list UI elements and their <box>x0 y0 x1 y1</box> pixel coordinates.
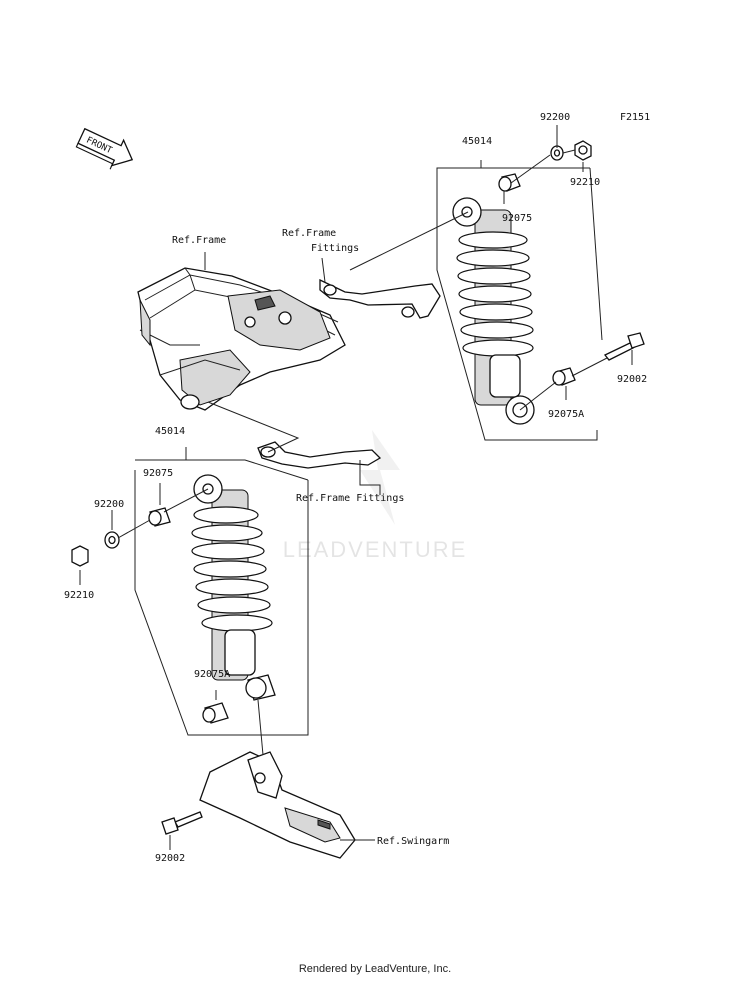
label-ref-frame-fittings-2: Fittings <box>311 243 360 254</box>
label-bolt-lower: 92002 <box>155 853 186 864</box>
cap-nut-upper-icon <box>574 140 592 161</box>
cap-nut-lower-icon <box>71 545 89 567</box>
front-arrow-icon: FRONT <box>75 127 134 170</box>
bushing-lower-top-icon <box>148 507 171 527</box>
figure-code: F2151 <box>620 112 651 123</box>
watermark-logo <box>360 430 400 525</box>
swingarm <box>199 751 356 859</box>
label-bushing-lower-bottom: 92075A <box>194 669 231 680</box>
bushing-upper-top-icon <box>498 173 521 192</box>
label-washer-lower: 92200 <box>94 499 125 510</box>
footer-credit: Rendered by LeadVenture, Inc. <box>298 963 452 975</box>
label-ref-frame-fittings-1: Ref.Frame <box>282 228 337 239</box>
label-bushing-lower-top: 92075 <box>143 468 174 479</box>
label-cap-nut-upper: 92210 <box>570 177 601 188</box>
label-ref-swingarm: Ref.Swingarm <box>377 836 450 847</box>
label-bushing-upper-bottom: 92075A <box>548 409 585 420</box>
watermark-text: LEADVENTURE <box>283 537 468 562</box>
label-shock-upper: 45014 <box>462 136 493 147</box>
bushing-upper-bottom-icon <box>552 367 576 386</box>
callout-lines <box>79 125 633 850</box>
washer-lower-icon <box>104 531 120 549</box>
frame-fittings-upper <box>319 278 441 319</box>
shock-absorber-lower <box>191 474 276 701</box>
label-cap-nut-lower: 92210 <box>64 590 95 601</box>
washer-upper-icon <box>550 145 564 161</box>
label-washer-upper: 92200 <box>540 112 571 123</box>
bushing-lower-bottom-icon <box>202 702 229 724</box>
frame-assembly <box>137 267 346 411</box>
label-bolt-upper: 92002 <box>617 374 648 385</box>
bolt-upper-icon <box>603 332 645 361</box>
frame-fittings-lower <box>257 441 382 469</box>
label-ref-frame-fittings-lower: Ref.Frame Fittings <box>296 493 405 504</box>
label-ref-frame: Ref.Frame <box>172 235 227 246</box>
bolt-lower-icon <box>161 811 203 835</box>
shock-absorber-upper <box>452 197 535 425</box>
label-bushing-upper-top: 92075 <box>502 213 533 224</box>
label-shock-lower: 45014 <box>155 426 186 437</box>
